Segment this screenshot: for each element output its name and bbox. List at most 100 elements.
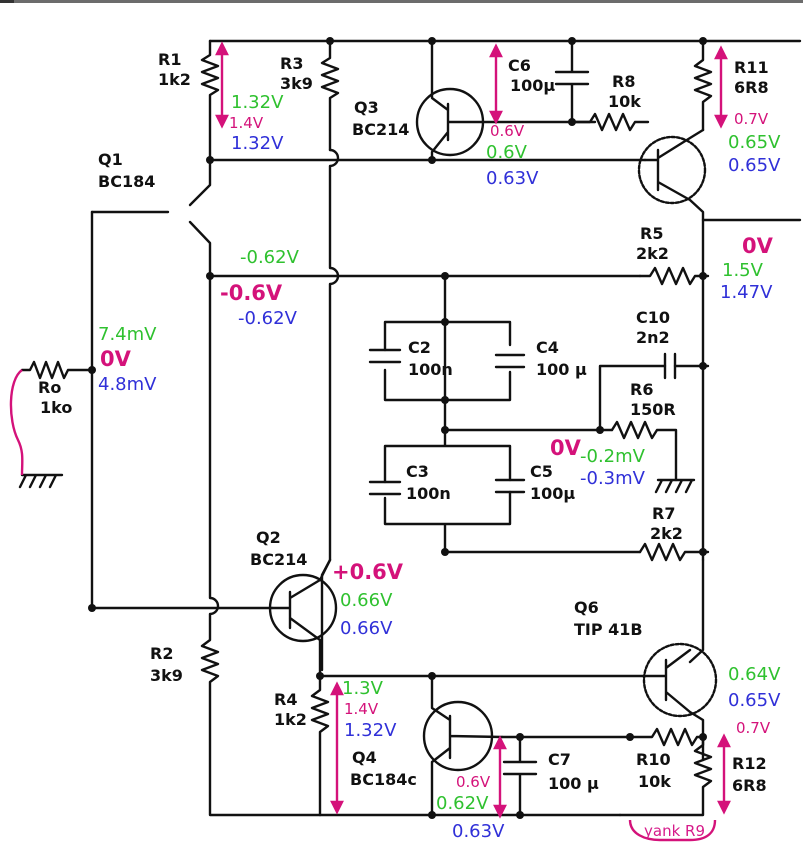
r4-value: 1k2 [274,710,307,729]
q1-type: BC184 [98,172,156,191]
r3-value: 3k9 [280,74,313,93]
q5-transistor-body [637,135,707,205]
r1-voltage-magenta: 1.4V [229,114,264,132]
r10-value: 10k [638,772,671,791]
c5-value: 100µ [530,484,576,503]
q3-voltage-magenta: 0.6V [490,122,525,140]
q2-label: Q2 [256,528,281,547]
yank-r9-bracket [628,819,717,842]
r5-value: 2k2 [636,244,669,263]
q1-emitter-lead [188,220,212,278]
c3-value: 100n [406,484,451,503]
r12-value: 6R8 [732,776,767,795]
r4-voltage-green: 1.3V [342,678,383,699]
q2-voltage-magenta: +0.6V [332,560,404,584]
q6-transistor-body [642,642,718,718]
c10-capacitor [663,352,677,380]
q6-leads [318,558,705,762]
r1-label: R1 [158,50,182,69]
r4-voltage-magenta: 1.4V [344,700,379,718]
input-wire [90,210,274,610]
q1-collector-lead [188,158,212,207]
q4-voltage-magenta: 0.6V [456,773,491,791]
c10-value: 2n2 [636,328,670,347]
scroll-thumb [0,0,14,3]
ro-label: Ro [38,378,62,397]
r12-resistor [618,733,713,817]
r6-label: R6 [630,380,654,399]
c5-label: C5 [530,462,553,481]
r6-resistor [610,420,678,482]
midpoint-voltage-magenta: 0V [550,436,581,460]
input-voltage-blue: 4.8mV [98,374,157,395]
r12-label: R12 [732,754,767,773]
c3-label: C3 [406,462,429,481]
c7-label: C7 [548,750,571,769]
q3-type: BC214 [352,120,410,139]
r1-value: 1k2 [158,70,191,89]
c6-capacitor [554,39,590,124]
r1-resistor [200,39,220,162]
ro-resistor [20,360,94,380]
r7-label: R7 [652,504,676,523]
r1-voltage-blue: 1.32V [231,133,284,154]
junction-dots [88,37,707,819]
midpoint-voltage-green: -0.2mV [580,446,645,467]
c2-value: 100n [408,360,453,379]
r11-voltage-blue: 0.65V [728,155,781,176]
c6-label: C6 [508,56,531,75]
q3-leads [430,39,597,162]
midpoint-voltage-blue: -0.3mV [580,468,645,489]
r5-label: R5 [640,224,664,243]
c4-label: C4 [536,338,559,357]
output-voltage-blue: 1.47V [720,282,773,303]
c3-capacitor [368,480,402,496]
q6-voltage-blue: 0.65V [728,690,781,711]
q2-voltage-green: 0.66V [340,590,393,611]
q1-emitter-voltage-magenta: -0.6V [220,281,283,305]
r5-resistor [638,266,710,286]
r2-value: 3k9 [150,666,183,685]
output-wire [701,218,802,562]
r6-value: 150R [630,400,676,419]
ro-ground [18,473,64,489]
q2-voltage-blue: 0.66V [340,618,393,639]
top-scroll-edge [0,0,803,3]
c4-value: 100 µ [536,360,587,379]
r2-wire [200,274,322,817]
magenta-arrows [9,41,731,842]
c4-capacitor [494,353,526,369]
q2-leads [270,558,332,678]
r6-ground [654,478,696,494]
r11-resistor [693,39,713,132]
q3-voltage-green: 0.6V [486,142,527,163]
ro-ground-lead [9,369,24,476]
r3-label: R3 [280,54,304,73]
q3-label: Q3 [354,98,379,117]
input-voltage-green: 7.4mV [98,324,157,345]
input-voltage-magenta: 0V [100,347,131,371]
c5-capacitor [494,478,526,494]
r3-crossover-wire [320,148,340,672]
r8-label: R8 [612,72,636,91]
r11-voltage-green: 0.65V [728,132,781,153]
r11-value: 6R8 [734,78,769,97]
r4-voltage-blue: 1.32V [344,720,397,741]
cap-network-lower-wire [383,428,642,554]
q2-transistor-body [268,573,338,643]
output-voltage-magenta: 0V [742,234,773,258]
q4-leads [430,674,504,817]
yank-r9-note: yank R9 [644,822,705,840]
c7-capacitor [500,735,632,817]
r12-voltage-magenta: 0.7V [736,719,771,737]
c7-value: 100 µ [548,774,599,793]
q6-type: TIP 41B [574,620,643,639]
c6-value: 100µ [510,76,556,95]
q5-leads [643,128,705,278]
r4-label: R4 [274,690,298,709]
q6-voltage-green: 0.64V [728,664,781,685]
r4-resistor [310,674,330,817]
q4-type: BC184c [350,770,417,789]
